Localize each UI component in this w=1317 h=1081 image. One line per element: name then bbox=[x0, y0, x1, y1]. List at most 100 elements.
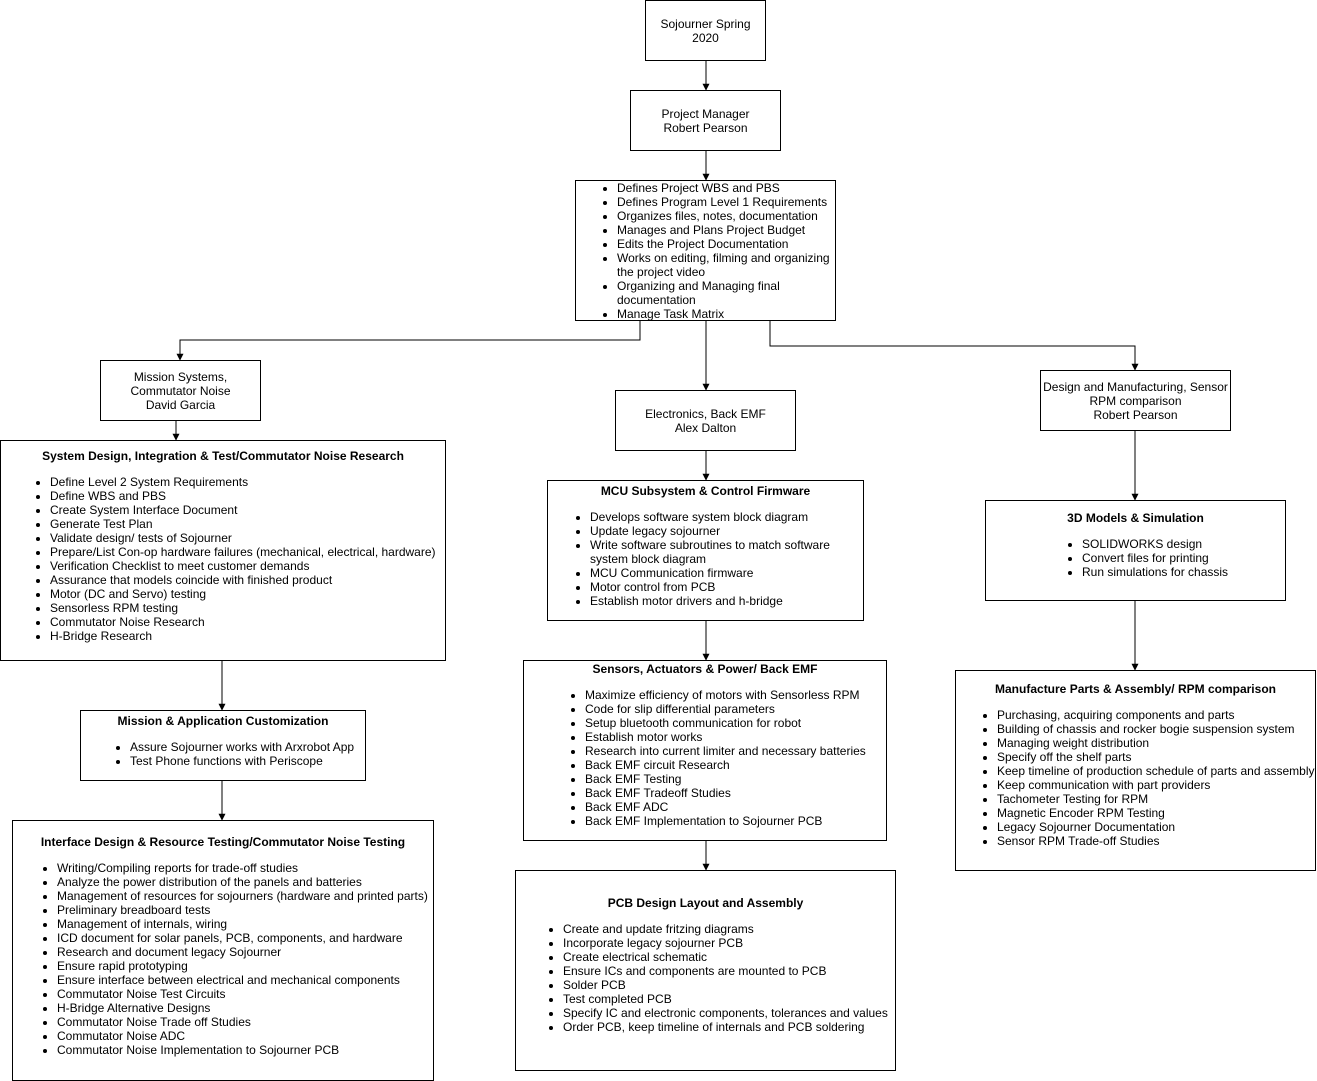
list-item: Update legacy sojourner bbox=[590, 524, 863, 538]
list-item: Validate design/ tests of Sojourner bbox=[50, 531, 445, 545]
manufacture-assembly-title: Manufacture Parts & Assembly/ RPM compar… bbox=[995, 682, 1276, 696]
models-simulation-list: SOLIDWORKS design Convert files for prin… bbox=[986, 537, 1285, 579]
list-item: Back EMF circuit Research bbox=[585, 758, 886, 772]
electronics-person: Alex Dalton bbox=[674, 420, 737, 435]
sensors-title: Sensors, Actuators & Power/ Back EMF bbox=[592, 662, 818, 676]
connector-duties-design bbox=[769, 320, 1139, 371]
list-item: Commutator Noise Trade off Studies bbox=[57, 1015, 433, 1029]
list-item: Tachometer Testing for RPM bbox=[997, 792, 1315, 806]
list-item: Sensorless RPM testing bbox=[50, 601, 445, 615]
interface-design-list: Writing/Compiling reports for trade-off … bbox=[13, 861, 433, 1057]
root-year: 2020 bbox=[692, 30, 719, 45]
mcu-list: Develops software system block diagram U… bbox=[548, 510, 863, 608]
mission-application-node: Mission & Application Customization Assu… bbox=[80, 710, 366, 781]
root-title: Sojourner Spring bbox=[660, 16, 751, 31]
mcu-node: MCU Subsystem & Control Firmware Develop… bbox=[547, 480, 864, 621]
design-line-2: RPM comparison bbox=[1089, 393, 1182, 408]
system-design-node: System Design, Integration & Test/Commut… bbox=[0, 440, 446, 661]
list-item: Motor control from PCB bbox=[590, 580, 863, 594]
sensors-list: Maximize efficiency of motors with Senso… bbox=[524, 688, 886, 828]
list-item: Incorporate legacy sojourner PCB bbox=[563, 936, 895, 950]
list-item: Test completed PCB bbox=[563, 992, 895, 1006]
mission-systems-node: Mission Systems, Commutator Noise David … bbox=[100, 360, 261, 421]
project-manager-node: Project Manager Robert Pearson bbox=[630, 90, 781, 151]
list-item: Manages and Plans Project Budget bbox=[617, 223, 835, 237]
pcb-node: PCB Design Layout and Assembly Create an… bbox=[515, 870, 896, 1071]
design-person: Robert Pearson bbox=[1093, 407, 1178, 422]
list-item: Back EMF ADC bbox=[585, 800, 886, 814]
list-item: Maximize efficiency of motors with Senso… bbox=[585, 688, 886, 702]
list-item: Management of internals, wiring bbox=[57, 917, 433, 931]
list-item: Prepare/List Con-op hardware failures (m… bbox=[50, 545, 445, 559]
list-item: Establish motor drivers and h-bridge bbox=[590, 594, 863, 608]
list-item: Code for slip differential parameters bbox=[585, 702, 886, 716]
list-item: Define Level 2 System Requirements bbox=[50, 475, 445, 489]
system-design-list: Define Level 2 System Requirements Defin… bbox=[1, 475, 445, 643]
list-item: Defines Project WBS and PBS bbox=[617, 181, 835, 195]
pm-role: Project Manager bbox=[661, 106, 750, 121]
list-item: Ensure ICs and components are mounted to… bbox=[563, 964, 895, 978]
list-item: Setup bluetooth communication for robot bbox=[585, 716, 886, 730]
list-item: Ensure interface between electrical and … bbox=[57, 973, 433, 987]
system-design-title: System Design, Integration & Test/Commut… bbox=[42, 449, 404, 463]
mission-line-2: Commutator Noise bbox=[130, 383, 231, 398]
list-item: Commutator Noise Test Circuits bbox=[57, 987, 433, 1001]
list-item: Keep timeline of production schedule of … bbox=[997, 764, 1315, 778]
mission-person: David Garcia bbox=[145, 397, 216, 412]
design-line-1: Design and Manufacturing, Sensor bbox=[1043, 379, 1228, 394]
mission-application-list: Assure Sojourner works with Arxrobot App… bbox=[81, 740, 365, 768]
list-item: Managing weight distribution bbox=[997, 736, 1315, 750]
list-item: Back EMF Tradeoff Studies bbox=[585, 786, 886, 800]
electronics-role: Electronics, Back EMF bbox=[645, 406, 766, 421]
list-item: Research into current limiter and necess… bbox=[585, 744, 886, 758]
root-node: Sojourner Spring 2020 bbox=[645, 0, 766, 61]
mission-application-title: Mission & Application Customization bbox=[117, 714, 329, 728]
list-item: Commutator Noise Implementation to Sojou… bbox=[57, 1043, 433, 1057]
list-item: Define WBS and PBS bbox=[50, 489, 445, 503]
list-item: Organizing and Managing final documentat… bbox=[617, 279, 835, 307]
models-simulation-title: 3D Models & Simulation bbox=[1067, 511, 1204, 525]
list-item: ICD document for solar panels, PCB, comp… bbox=[57, 931, 433, 945]
list-item: Research and document legacy Sojourner bbox=[57, 945, 433, 959]
list-item: Write software subroutines to match soft… bbox=[590, 538, 863, 566]
list-item: H-Bridge Research bbox=[50, 629, 445, 643]
electronics-node: Electronics, Back EMF Alex Dalton bbox=[615, 390, 796, 451]
design-manufacturing-node: Design and Manufacturing, Sensor RPM com… bbox=[1040, 370, 1231, 431]
list-item: Back EMF Implementation to Sojourner PCB bbox=[585, 814, 886, 828]
list-item: Generate Test Plan bbox=[50, 517, 445, 531]
list-item: Verification Checklist to meet customer … bbox=[50, 559, 445, 573]
list-item: Commutator Noise ADC bbox=[57, 1029, 433, 1043]
mcu-title: MCU Subsystem & Control Firmware bbox=[600, 484, 811, 498]
list-item: H-Bridge Alternative Designs bbox=[57, 1001, 433, 1015]
list-item: Defines Program Level 1 Requirements bbox=[617, 195, 835, 209]
list-item: Edits the Project Documentation bbox=[617, 237, 835, 251]
manufacture-assembly-list: Purchasing, acquiring components and par… bbox=[956, 708, 1315, 848]
list-item: Solder PCB bbox=[563, 978, 895, 992]
list-item: Convert files for printing bbox=[1082, 551, 1285, 565]
list-item: Specify IC and electronic components, to… bbox=[563, 1006, 895, 1020]
list-item: Create System Interface Document bbox=[50, 503, 445, 517]
list-item: Keep communication with part providers bbox=[997, 778, 1315, 792]
list-item: Establish motor works bbox=[585, 730, 886, 744]
mission-line-1: Mission Systems, bbox=[133, 369, 228, 384]
connector-duties-mission bbox=[176, 320, 641, 361]
list-item: Writing/Compiling reports for trade-off … bbox=[57, 861, 433, 875]
list-item: Commutator Noise Research bbox=[50, 615, 445, 629]
list-item: SOLIDWORKS design bbox=[1082, 537, 1285, 551]
list-item: Sensor RPM Trade-off Studies bbox=[997, 834, 1315, 848]
list-item: Purchasing, acquiring components and par… bbox=[997, 708, 1315, 722]
list-item: Magnetic Encoder RPM Testing bbox=[997, 806, 1315, 820]
list-item: MCU Communication firmware bbox=[590, 566, 863, 580]
list-item: Assure Sojourner works with Arxrobot App bbox=[130, 740, 365, 754]
pm-duties-node: Defines Project WBS and PBS Defines Prog… bbox=[575, 180, 836, 321]
list-item: Back EMF Testing bbox=[585, 772, 886, 786]
list-item: Run simulations for chassis bbox=[1082, 565, 1285, 579]
list-item: Organizes files, notes, documentation bbox=[617, 209, 835, 223]
pcb-list: Create and update fritzing diagrams Inco… bbox=[516, 922, 895, 1034]
pm-person: Robert Pearson bbox=[663, 120, 748, 135]
list-item: Works on editing, filming and organizing… bbox=[617, 251, 835, 279]
list-item: Motor (DC and Servo) testing bbox=[50, 587, 445, 601]
interface-design-title: Interface Design & Resource Testing/Comm… bbox=[40, 835, 406, 849]
list-item: Develops software system block diagram bbox=[590, 510, 863, 524]
